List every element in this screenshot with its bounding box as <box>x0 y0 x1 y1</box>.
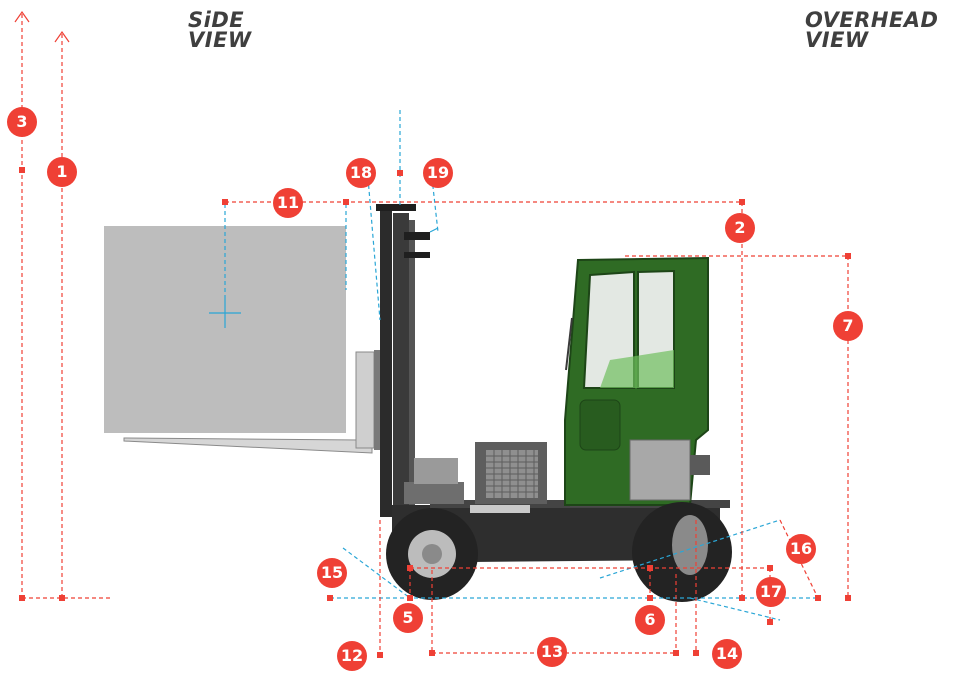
engine-grille <box>475 442 547 504</box>
dimension-badge-11: 11 <box>273 188 303 218</box>
front-wheel <box>386 508 478 600</box>
dimension-badge-18: 18 <box>346 158 376 188</box>
overhead-view-title: OVERHEAD VIEW <box>805 8 939 52</box>
forks <box>123 350 382 454</box>
dimension-badge-17: 17 <box>756 577 786 607</box>
dimension-arrows <box>14 10 70 43</box>
dimension-badge-7: 7 <box>833 311 863 341</box>
dimension-endpoints <box>19 167 851 658</box>
overhead-view-title-line2: VIEW <box>805 28 869 52</box>
mast <box>376 204 439 517</box>
dimension-badge-3: 3 <box>7 107 37 137</box>
side-view-title-line2: VIEW <box>188 28 252 52</box>
dimension-badge-14: 14 <box>712 639 742 669</box>
dimension-lines <box>21 14 849 655</box>
dimension-badge-2: 2 <box>725 213 755 243</box>
load-box <box>104 226 346 433</box>
cab <box>564 256 710 506</box>
side-view-title: SiDE VIEW <box>188 8 252 52</box>
overhead-view-title-line1: OVERHEAD <box>805 8 939 32</box>
dimension-badge-13: 13 <box>537 637 567 667</box>
dimension-badge-12: 12 <box>337 641 367 671</box>
dimension-badge-15: 15 <box>317 558 347 588</box>
dimension-badge-5: 5 <box>393 603 423 633</box>
dimension-badge-1: 1 <box>47 157 77 187</box>
dimension-badge-6: 6 <box>635 605 665 635</box>
side-view-title-line1: SiDE <box>188 8 245 32</box>
dimension-badge-19: 19 <box>423 158 453 188</box>
dimension-badge-16: 16 <box>786 534 816 564</box>
